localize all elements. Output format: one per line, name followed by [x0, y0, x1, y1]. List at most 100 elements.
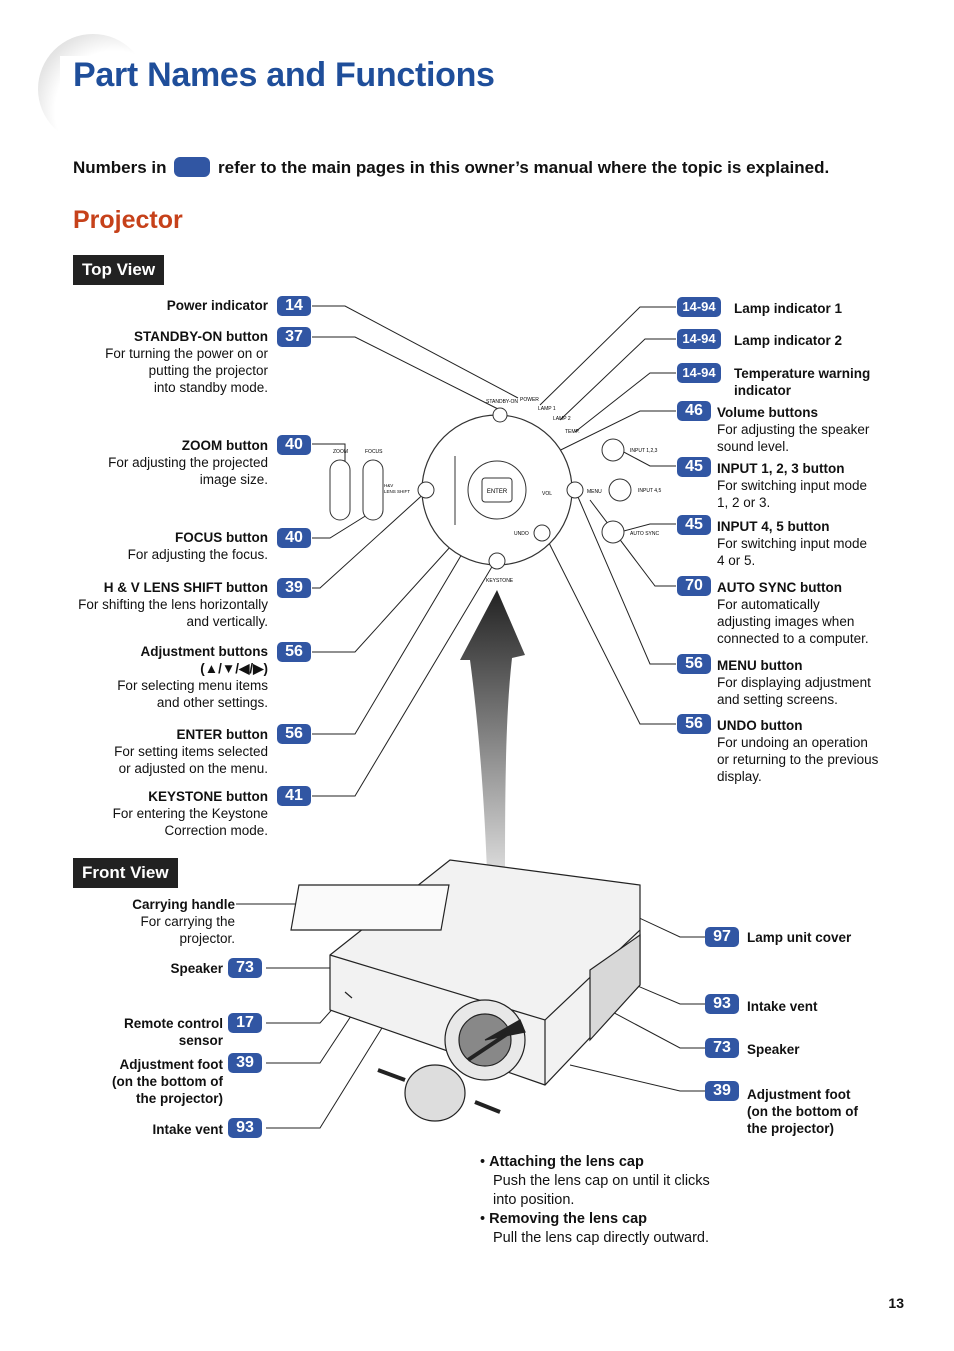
svg-text:LAMP 1: LAMP 1: [538, 406, 556, 412]
label-desc: For adjusting the projected: [108, 455, 268, 470]
label-auto-sync-button: AUTO SYNC button For automatically adjus…: [717, 579, 869, 647]
svg-text:STANDBY-ON: STANDBY-ON: [486, 399, 518, 405]
attach-text: Push the lens cap on until it clicks: [493, 1173, 710, 1189]
page-ref-badge: 41: [277, 786, 311, 806]
label-name: STANDBY-ON button: [134, 329, 268, 344]
remove-text: Pull the lens cap directly outward.: [493, 1230, 709, 1246]
label-desc: For displaying adjustment: [717, 675, 871, 690]
label-name: Intake vent: [152, 1122, 223, 1137]
label-menu-button: MENU button For displaying adjustment an…: [717, 657, 871, 708]
label-name-line3: the projector): [747, 1121, 835, 1136]
label-name-line2: (on the bottom of: [747, 1104, 858, 1119]
page-ref-badge: 14-94: [677, 297, 721, 317]
svg-text:FOCUS: FOCUS: [365, 449, 383, 455]
label-desc: For undoing an operation: [717, 735, 868, 750]
label-desc: connected to a computer.: [717, 631, 869, 646]
page-ref-badge: 46: [677, 401, 711, 421]
page-ref-badge: 73: [228, 958, 262, 978]
label-desc: Correction mode.: [164, 823, 268, 838]
page-ref-badge: 39: [228, 1053, 262, 1073]
page-ref-badge: 45: [677, 457, 711, 477]
label-lamp-indicator-1: Lamp indicator 1: [734, 300, 842, 317]
lens-cap-remove: • Removing the lens cap: [480, 1210, 710, 1229]
label-input-45-button: INPUT 4, 5 button For switching input mo…: [717, 518, 867, 569]
label-name: Adjustment buttons: [140, 644, 269, 659]
label-desc: For switching input mode: [717, 536, 868, 551]
top-view-heading: Top View: [73, 255, 165, 285]
label-name-arrows: (▲/▼/◀/▶): [200, 661, 268, 676]
svg-text:VOL: VOL: [542, 491, 552, 497]
label-speaker-left: Speaker: [170, 960, 223, 977]
label-desc: For switching input mode: [717, 478, 868, 493]
label-desc: For setting items selected: [114, 744, 268, 759]
label-power-indicator: Power indicator: [167, 297, 268, 314]
label-temperature-warning: Temperature warning indicator: [734, 365, 870, 399]
intro-after: refer to the main pages in this owner’s …: [218, 158, 830, 177]
label-desc: adjusting images when: [717, 614, 855, 629]
svg-text:ENTER: ENTER: [487, 489, 508, 495]
label-desc: 1, 2 or 3.: [717, 495, 771, 510]
label-desc: putting the projector: [148, 363, 268, 378]
label-desc: into standby mode.: [153, 380, 268, 395]
label-name: KEYSTONE button: [148, 789, 268, 804]
label-name-line2: (on the bottom of: [112, 1074, 223, 1089]
label-desc: projector.: [179, 931, 235, 946]
label-adjustment-buttons: Adjustment buttons (▲/▼/◀/▶) For selecti…: [117, 643, 268, 711]
intro-text: Numbers in refer to the main pages in th…: [73, 157, 829, 178]
label-desc: For turning the power on or: [105, 346, 268, 361]
svg-text:AUTO SYNC: AUTO SYNC: [630, 531, 659, 537]
label-lens-shift-button: H & V LENS SHIFT button For shifting the…: [78, 579, 268, 630]
label-intake-vent-right: Intake vent: [747, 998, 818, 1015]
svg-text:POWER: POWER: [520, 397, 539, 403]
svg-text:UNDO: UNDO: [514, 531, 529, 537]
page-ref-badge: 39: [705, 1081, 739, 1101]
lens-cap-attach: • Attaching the lens cap: [480, 1153, 710, 1172]
label-name-line2: indicator: [734, 383, 792, 398]
page-ref-badge: 97: [705, 927, 739, 947]
page-ref-badge: 40: [277, 435, 311, 455]
label-adjustment-foot-left: Adjustment foot (on the bottom of the pr…: [112, 1056, 223, 1107]
label-name: Speaker: [747, 1042, 800, 1057]
page-ref-badge: 40: [277, 528, 311, 548]
page-ref-badge: 17: [228, 1013, 262, 1033]
intro-before: Numbers in: [73, 158, 167, 177]
attach-title: Attaching the lens cap: [489, 1154, 644, 1170]
label-desc: 4 or 5.: [717, 553, 756, 568]
label-name: ENTER button: [176, 727, 268, 742]
page-ref-badge: 37: [277, 327, 311, 347]
label-desc: For selecting menu items: [117, 678, 268, 693]
label-desc: For shifting the lens horizontally: [78, 597, 268, 612]
label-name: Power indicator: [166, 298, 268, 313]
label-name-line3: the projector): [135, 1091, 223, 1106]
direction-arrow: [460, 590, 525, 900]
bullet: •: [480, 1154, 486, 1170]
page-ref-badge: 39: [277, 578, 311, 598]
label-name-line2: sensor: [178, 1033, 223, 1048]
page-ref-badge: 56: [277, 724, 311, 744]
remove-title: Removing the lens cap: [489, 1211, 648, 1227]
page-ref-badge: 93: [228, 1118, 262, 1138]
page-ref-badge: 56: [677, 654, 711, 674]
label-desc: For entering the Keystone: [112, 806, 268, 821]
decorative-mask: [60, 56, 160, 156]
svg-text:INPUT 1,2,3: INPUT 1,2,3: [630, 448, 658, 454]
label-standby-on-button: STANDBY-ON button For turning the power …: [105, 328, 268, 396]
label-name: Volume buttons: [717, 405, 818, 420]
attach-text: into position.: [493, 1192, 575, 1208]
label-lamp-indicator-2: Lamp indicator 2: [734, 332, 842, 349]
page-ref-chip: [174, 157, 211, 177]
top-panel-illustration: ENTER STANDBY-ON POWER LAMP 1 LAMP 2 TEM…: [329, 397, 661, 584]
label-desc: For adjusting the focus.: [127, 547, 268, 562]
label-name: H & V LENS SHIFT button: [103, 580, 268, 595]
page-ref-badge: 70: [677, 576, 711, 596]
svg-text:KEYSTONE: KEYSTONE: [486, 578, 514, 584]
page-ref-badge: 56: [277, 642, 311, 662]
label-name: Lamp unit cover: [747, 930, 852, 945]
label-name: FOCUS button: [175, 530, 268, 545]
page-number: 13: [888, 1295, 904, 1311]
svg-text:MENU: MENU: [587, 489, 602, 495]
label-name: INPUT 1, 2, 3 button: [717, 461, 845, 476]
page-ref-badge: 45: [677, 515, 711, 535]
label-name: Lamp indicator 2: [734, 333, 843, 348]
